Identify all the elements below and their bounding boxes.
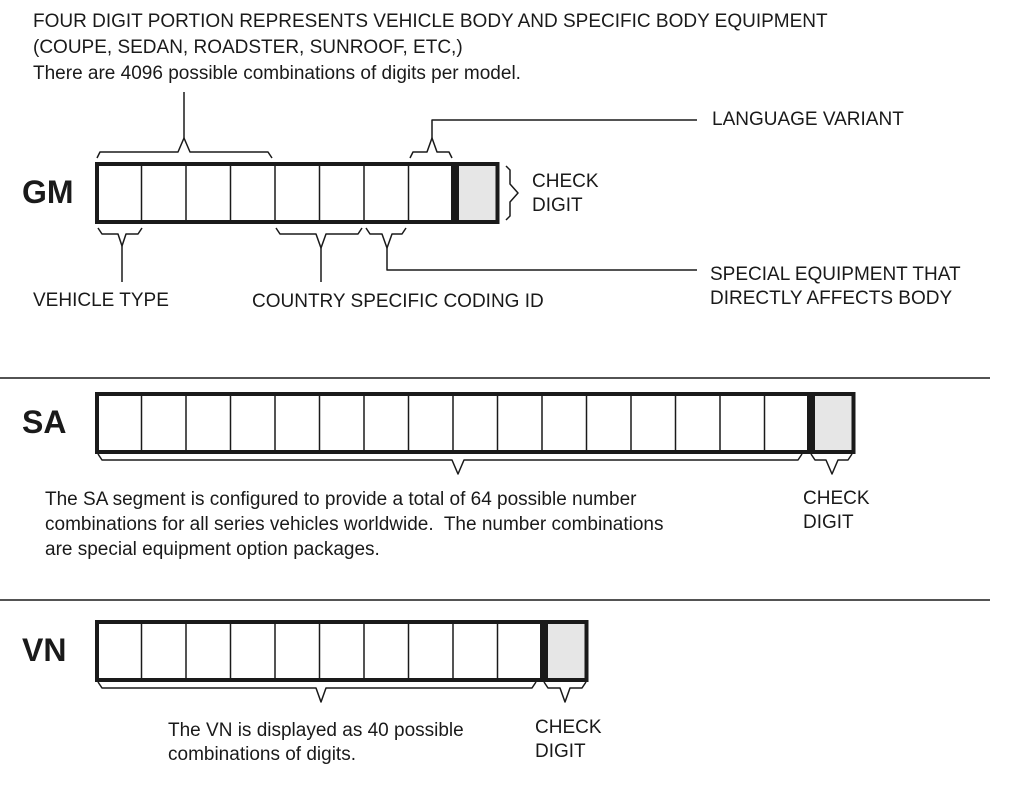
vn-description-2: combinations of digits. (168, 744, 356, 765)
sa-description-1: The SA segment is configured to provide … (45, 489, 637, 510)
gm-vehicle-type-label: VEHICLE TYPE (33, 290, 169, 311)
header-line-3: There are 4096 possible combinations of … (33, 63, 521, 84)
sa-description-3: are special equipment option packages. (45, 539, 380, 560)
sa-main-brace (97, 453, 803, 475)
vn-title: VN (22, 632, 67, 668)
sa-description-2: combinations for all series vehicles wor… (45, 514, 664, 535)
vn-check-digit-box (544, 620, 589, 682)
header-line-1: FOUR DIGIT PORTION REPRESENTS VEHICLE BO… (33, 11, 828, 32)
header-line-2: (COUPE, SEDAN, ROADSTER, SUNROOF, ETC,) (33, 37, 463, 58)
gm-language-variant-label: LANGUAGE VARIANT (712, 109, 904, 130)
gm-special-equipment-label-1: SPECIAL EQUIPMENT THAT (710, 264, 961, 285)
gm-country-coding-label: COUNTRY SPECIFIC CODING ID (252, 291, 544, 312)
sa-check-label-2: DIGIT (803, 512, 854, 533)
gm-language-brace (409, 137, 453, 159)
gm-vehicle-type-brace (97, 227, 143, 247)
gm-special-brace (365, 227, 407, 249)
gm-digit-boxes (95, 162, 500, 224)
vn-check-brace (543, 681, 587, 703)
gm-four-digit-brace (96, 137, 273, 159)
vn-description-1: The VN is displayed as 40 possible (168, 720, 464, 741)
gm-special-leader (386, 248, 697, 271)
sa-check-label-1: CHECK (803, 488, 870, 509)
sa-check-digit-box (811, 392, 856, 454)
gm-title: GM (22, 174, 74, 210)
gm-check-label-1: CHECK (532, 171, 599, 192)
vn-check-label-1: CHECK (535, 717, 602, 738)
sa-title: SA (22, 404, 67, 440)
vn-digit-boxes (95, 620, 589, 682)
sa-digit-boxes (95, 392, 856, 454)
gm-language-leader (431, 119, 697, 138)
vn-main-brace (97, 681, 537, 703)
gm-check-label-2: DIGIT (532, 195, 583, 216)
gm-special-equipment-label-2: DIRECTLY AFFECTS BODY (710, 288, 953, 309)
sa-check-brace (810, 453, 853, 475)
vn-check-label-2: DIGIT (535, 741, 586, 762)
gm-check-brace (505, 165, 519, 221)
gm-country-brace (275, 227, 363, 249)
gm-check-digit-box (455, 162, 500, 224)
